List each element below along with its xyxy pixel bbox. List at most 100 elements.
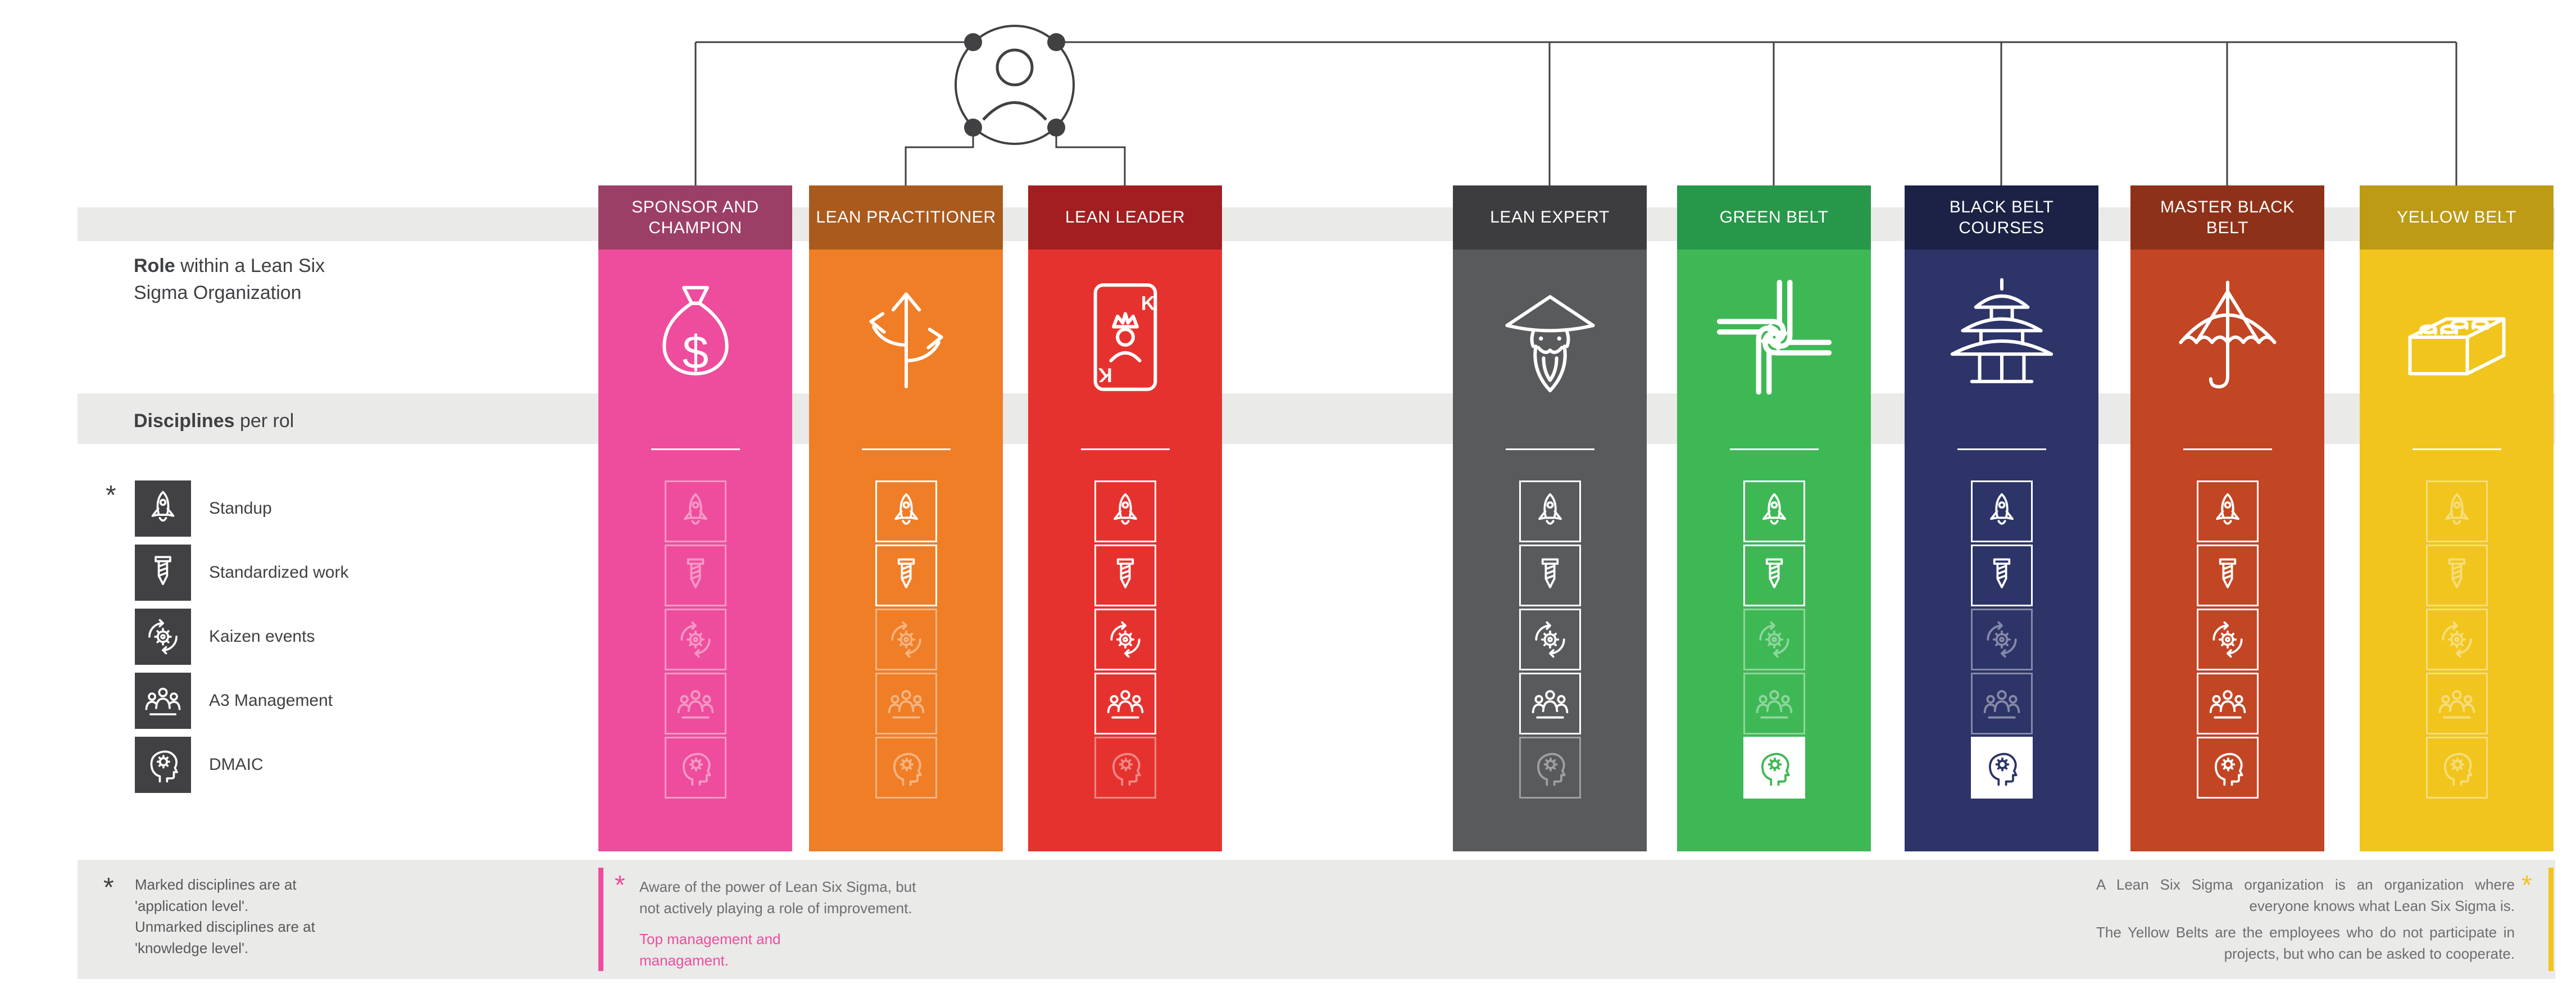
divider-line <box>2183 448 2272 450</box>
kaizen-events-gear-icon <box>1094 609 1156 670</box>
column-body <box>2130 250 2324 851</box>
standardized-work-drill-icon <box>2196 545 2259 606</box>
dmaic-head-icon <box>1970 737 2033 799</box>
standardized-work-drill-icon <box>1970 545 2033 606</box>
standardized-work-drill-icon <box>1743 545 1805 606</box>
application-level-asterisk: * <box>106 480 116 510</box>
discipline-icons <box>1028 250 1222 851</box>
middle-footnote-text: Aware of the power of Lean Six Sigma, bu… <box>639 878 916 917</box>
teamwork-hands-icon <box>1709 272 1839 402</box>
a3-management-people-icon <box>1743 673 1805 734</box>
dmaic-head-icon <box>135 737 191 793</box>
legend-label: DMAIC <box>209 755 263 774</box>
org-chart <box>694 25 2457 185</box>
discipline-icons <box>1677 250 1871 851</box>
column-title: YELLOW BELT <box>2397 208 2516 227</box>
column-header: YELLOW BELT <box>2360 185 2554 250</box>
standardized-work-drill-icon <box>875 545 937 606</box>
standardized-work-drill-icon <box>2425 545 2488 606</box>
column-title: LEAN EXPERT <box>1490 208 1610 227</box>
dmaic-head-icon <box>875 737 937 799</box>
column-header: MASTER BLACK BELT <box>2130 185 2324 250</box>
discipline-icons <box>809 250 1003 851</box>
column-body <box>1677 250 1871 851</box>
discipline-icons <box>1905 250 2098 851</box>
role-heading: Role within a Lean Six Sigma Organizatio… <box>134 253 370 306</box>
column-lean-expert: LEAN EXPERT <box>1453 185 1647 851</box>
column-green-belt: GREEN BELT <box>1677 185 1871 851</box>
disciplines-heading-rest: per rol <box>234 410 294 432</box>
column-header: LEAN EXPERT <box>1453 185 1647 250</box>
dmaic-head-icon <box>2425 737 2488 799</box>
footnote-line: Marked disciplines are at <box>135 876 297 893</box>
legend-row-dmaic: DMAIC <box>135 737 263 793</box>
a3-management-people-icon <box>135 673 191 729</box>
discipline-icons <box>1453 250 1647 851</box>
column-title: LEAN LEADER <box>1065 208 1185 227</box>
standup-rocket-icon <box>875 480 937 542</box>
right-footnote-asterisk: * <box>2522 870 2532 900</box>
column-body <box>2360 250 2554 851</box>
legend-label: Standardized work <box>209 563 349 582</box>
middle-footnote-secondary: Top management and managament. <box>639 931 781 969</box>
legend-row-kaizen-events: Kaizen events <box>135 609 315 665</box>
role-heading-bold: Role <box>134 255 175 276</box>
middle-footnote-accent-bar <box>598 868 603 971</box>
column-yellow-belt: YELLOW BELT <box>2360 185 2554 851</box>
legend-label: A3 Management <box>209 691 333 710</box>
standardized-work-drill-icon <box>135 545 191 601</box>
column-title: LEAN PRACTITIONER <box>816 208 996 227</box>
money-bag-icon: $ <box>630 272 761 402</box>
column-title: SPONSOR AND CHAMPION <box>631 197 759 238</box>
dmaic-head-icon <box>1743 737 1805 799</box>
discipline-icons <box>2360 250 2554 851</box>
column-header: LEAN PRACTITIONER <box>809 185 1003 250</box>
divider-line <box>861 448 951 450</box>
right-footnote-accent-bar <box>2548 868 2554 971</box>
dmaic-head-icon <box>2196 737 2259 799</box>
kaizen-events-gear-icon <box>1743 609 1805 670</box>
standup-rocket-icon <box>664 480 726 542</box>
discipline-icons <box>2130 250 2324 851</box>
footnotes-band <box>78 860 2555 979</box>
a3-management-people-icon <box>1970 673 2033 734</box>
svg-text:K: K <box>1098 364 1112 386</box>
standup-rocket-icon <box>135 480 191 537</box>
legend-row-a3-management: A3 Management <box>135 673 333 729</box>
divider-line <box>1729 448 1819 450</box>
person-icon <box>982 48 1047 121</box>
disciplines-heading: Disciplines per rol <box>134 408 294 435</box>
a3-management-people-icon <box>1094 673 1156 734</box>
three-way-arrows-icon <box>841 272 971 402</box>
kaizen-events-gear-icon <box>1519 609 1581 670</box>
left-footnote: Marked disciplines are at 'application l… <box>135 874 416 959</box>
role-heading-rest: within a Lean Six Sigma Organization <box>134 255 325 303</box>
right-footnote-text: A Lean Six Sigma organization is an orga… <box>2096 876 2515 914</box>
divider-line <box>2412 448 2501 450</box>
kaizen-events-gear-icon <box>2196 609 2259 670</box>
standup-rocket-icon <box>1743 480 1805 542</box>
divider-line <box>1957 448 2046 450</box>
column-sponsor-and-champion: SPONSOR AND CHAMPION $ <box>598 185 792 851</box>
footnote-line: Unmarked disciplines are at <box>135 918 315 936</box>
standup-rocket-icon <box>1519 480 1581 542</box>
sensei-icon <box>1485 272 1615 402</box>
column-header: SPONSOR AND CHAMPION <box>598 185 792 250</box>
svg-text:$: $ <box>682 326 708 379</box>
middle-footnote: Aware of the power of Lean Six Sigma, bu… <box>639 877 932 972</box>
kaizen-events-gear-icon <box>664 609 726 670</box>
right-footnote-secondary: The Yellow Belts are the employees who d… <box>2096 924 2515 963</box>
divider-line <box>1080 448 1170 450</box>
column-title: BLACK BELT COURSES <box>1949 197 2054 238</box>
a3-management-people-icon <box>664 673 726 734</box>
standup-rocket-icon <box>1970 480 2033 542</box>
left-footnote-asterisk: * <box>103 873 114 903</box>
middle-footnote-asterisk: * <box>615 870 625 900</box>
legend-row-standup: Standup <box>135 480 272 537</box>
a3-management-people-icon <box>2196 673 2259 734</box>
column-header: GREEN BELT <box>1677 185 1871 250</box>
a3-management-people-icon <box>875 673 937 734</box>
divider-line <box>1505 448 1594 450</box>
